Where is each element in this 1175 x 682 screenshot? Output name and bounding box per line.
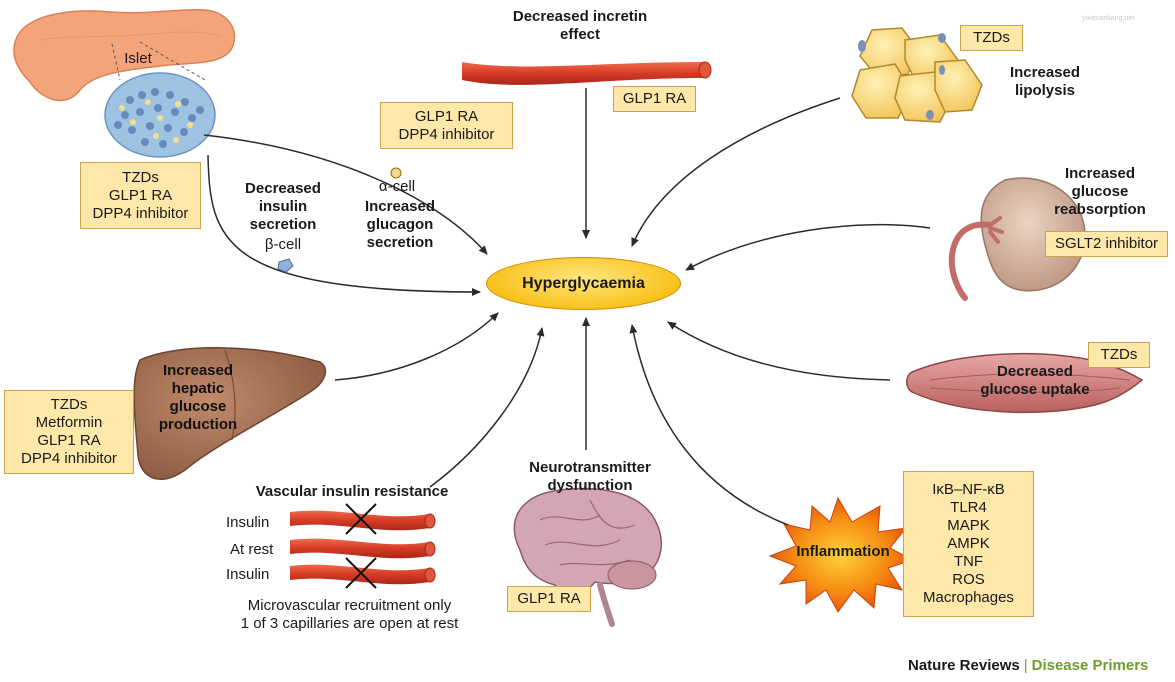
liver-title: Increased hepatic glucose production: [158, 362, 238, 433]
factor-item: ROS: [952, 571, 985, 588]
factor-item: IκB–NF-κB: [932, 481, 1005, 498]
factor-item: TLR4: [950, 499, 987, 516]
vascular-row-label: Insulin: [226, 514, 270, 531]
vascular-row-label: Insulin: [226, 566, 270, 583]
pancreas-drug-box: TZDs GLP1 RA DPP4 inhibitor: [80, 162, 201, 229]
drug-item: GLP1 RA: [414, 107, 479, 125]
factor-item: TNF: [953, 553, 984, 570]
glucagon-secretion-label: Increased glucagon secretion: [364, 198, 436, 251]
brain-illustration: [513, 487, 663, 627]
vascular-caption: Microvascular recruitment only 1 of 3 ca…: [240, 597, 459, 632]
lipolysis-drug-box: TZDs: [960, 25, 1023, 51]
liver-drug-box: TZDs Metformin GLP1 RA DPP4 inhibitor: [4, 390, 134, 474]
capillaries-illustration: [290, 503, 436, 589]
alpha-cell-icon: [390, 167, 402, 179]
lipolysis-title: Increased lipolysis: [1009, 64, 1081, 99]
beta-cell-icon: [277, 258, 294, 273]
muscle-title: Decreased glucose uptake: [980, 363, 1090, 398]
muscle-illustration: [906, 353, 1144, 414]
kidney-drug-box: SGLT2 inhibitor: [1045, 231, 1168, 257]
hyperglycaemia-node: Hyperglycaemia: [486, 257, 681, 310]
alpha-cell-label: α-cell: [378, 178, 416, 195]
drug-item: GLP1 RA: [37, 432, 101, 449]
islet-illustration: [104, 72, 216, 158]
vascular-title: Vascular insulin resistance: [255, 483, 449, 500]
incretin-title: Decreased incretin effect: [512, 8, 648, 43]
drug-item: DPP4 inhibitor: [21, 450, 117, 467]
drug-item: DPP4 inhibitor: [92, 204, 189, 222]
footer-credit: Nature Reviews|Disease Primers: [908, 657, 1148, 674]
pancreas-illustration: [13, 8, 236, 102]
journal-name: Nature Reviews: [908, 657, 1020, 674]
kidney-illustration: [948, 177, 1086, 301]
watermark: yixiecankang.net: [1082, 15, 1135, 22]
islet-label: Islet: [124, 50, 152, 67]
drug-item: TZDs: [50, 396, 88, 413]
factor-item: AMPK: [947, 535, 990, 552]
factor-item: Macrophages: [923, 589, 1014, 606]
factor-item: MAPK: [947, 517, 990, 534]
incretin-drug-box: GLP1 RA: [613, 86, 696, 112]
kidney-title: Increased glucose reabsorption: [1054, 165, 1146, 218]
drug-item: DPP4 inhibitor: [398, 125, 495, 143]
footer-separator: |: [1023, 657, 1028, 674]
drug-item: Metformin: [35, 414, 103, 431]
beta-cell-label: β-cell: [264, 236, 302, 253]
inflammation-label: Inflammation: [796, 543, 890, 560]
glucagon-drug-box: GLP1 RA DPP4 inhibitor: [380, 102, 513, 149]
arrows: [203, 88, 931, 526]
inflammation-factors-box: IκB–NF-κB TLR4 MAPK AMPK TNF ROS Macroph…: [903, 471, 1034, 617]
drug-item: GLP1 RA: [108, 186, 173, 204]
drug-item: TZDs: [122, 168, 159, 186]
brain-drug-box: GLP1 RA: [507, 586, 591, 612]
vascular-row-label: At rest: [230, 541, 274, 558]
liver-illustration: [133, 347, 327, 480]
muscle-drug-box: TZDs: [1088, 342, 1150, 368]
incretin-vessel-illustration: [462, 61, 712, 85]
series-name: Disease Primers: [1031, 657, 1149, 674]
insulin-secretion-label: Decreased insulin secretion: [245, 180, 321, 233]
brain-title: Neurotransmitter dysfunction: [529, 459, 651, 494]
